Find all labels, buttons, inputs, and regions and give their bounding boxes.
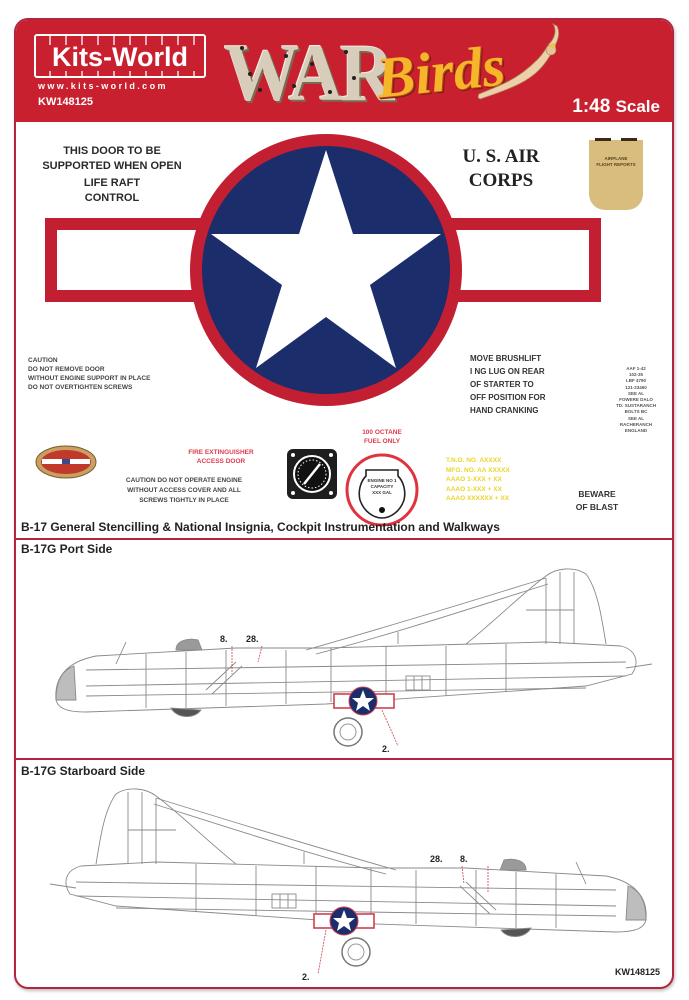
national-insignia-star-and-bar — [45, 134, 601, 406]
stencil-line: AAAO 1-XXX + XX — [446, 476, 502, 483]
plate-tab — [621, 138, 637, 141]
stencil-line: CAUTION DO NOT OPERATE ENGINE — [125, 477, 243, 484]
stencil-line: AAAO XXXXXX + XX — [446, 495, 510, 502]
stencil-door-supported: THIS DOOR TO BE SUPPORTED WHEN OPEN — [30, 144, 194, 174]
section-title-general: B-17 General Stencilling & National Insi… — [21, 520, 500, 534]
data-plate-decal: AIRPLANE FLIGHT REPORTS — [589, 138, 643, 210]
stencil-caution-door: CAUTION DO NOT REMOVE DOOR WITHOUT ENGIN… — [28, 356, 208, 392]
stencil-line: WITHOUT ENGINE SUPPORT IN PLACE — [28, 375, 151, 382]
footer-product-code: KW148125 — [614, 967, 660, 977]
stencil-line: 102-35 — [628, 372, 643, 378]
stencil-line: MOVE BRUSHLIFT — [470, 354, 542, 363]
stencil-line: OFF POSITION FOR — [470, 393, 546, 402]
stencil-line: CONTROL — [84, 192, 140, 204]
stencil-line: ENGLAND — [624, 428, 648, 434]
kits-world-logo: Kits-World — [34, 34, 206, 78]
stencil-line: THIS DOOR TO BE — [63, 145, 161, 157]
stencil-line: SEE AL — [627, 390, 645, 396]
stencil-line: FOWERE DALO — [619, 397, 653, 403]
section-title-port: B-17G Port Side — [21, 542, 113, 556]
sprue-frame-icon — [49, 36, 195, 76]
stencil-line: ENGINE NO 1 — [367, 478, 397, 483]
us-air-corps-stencil: U. S. AIR CORPS — [436, 145, 566, 193]
war-logo-text: WAR — [224, 27, 395, 118]
bullet-holes-icon — [240, 46, 356, 94]
stencil-line: 121-23460 — [625, 384, 647, 390]
stencil-line: MFG. NO. AA XXXXX — [446, 466, 510, 474]
brand-url: www.kits-world.com — [38, 81, 168, 91]
stencil-line: WITHOUT ACCESS COVER AND ALL — [127, 487, 241, 494]
stencil-life-raft: LIFE RAFT CONTROL — [30, 176, 194, 206]
stencil-line: 100 OCTANE — [362, 429, 402, 436]
stencil-line: FLIGHT REPORTS — [596, 162, 636, 167]
plate-text: AIRPLANE FLIGHT REPORTS — [591, 156, 641, 168]
product-code: KW148125 — [38, 96, 94, 108]
b17-port-side-profile — [55, 568, 653, 747]
stencil-line: OF BLAST — [575, 502, 619, 512]
fuel-filler-cap-icon — [345, 453, 419, 527]
oval-emblem-icon — [35, 445, 97, 479]
decal-sheet: Kits-World www.kits-world.com KW148125 W… — [14, 18, 674, 989]
scale-word: Scale — [615, 97, 660, 116]
cockpit-instrument-gauge-icon — [287, 449, 337, 499]
stencil-brushlift: MOVE BRUSHLIFT I NG LUG ON REAR OF START… — [470, 352, 580, 417]
stencil-line: FUEL ONLY — [363, 438, 401, 445]
stencil-line: I NG LUG ON REAR — [470, 367, 545, 376]
pinup-figure-icon — [477, 22, 560, 100]
section-divider — [16, 538, 672, 540]
brand-name: Kits-World — [52, 42, 188, 72]
stencil-line: XXX GAL — [372, 490, 392, 495]
stencil-line: TD: SUSTARANCH — [616, 403, 656, 409]
stencil-line: FIRE EXTINGUISHER — [188, 449, 254, 456]
stencil-caution-engine: CAUTION DO NOT OPERATE ENGINE WITHOUT AC… — [96, 476, 272, 506]
stencil-line: CORPS — [468, 170, 534, 191]
callout-starboard-8: 8. — [460, 854, 468, 864]
stencil-line: AAAO 1-XXX + XX — [446, 485, 502, 493]
stencil-line: ACCESS DOOR — [196, 458, 246, 465]
scale-number: 1:48 — [572, 96, 611, 117]
stencil-line: DO NOT OVERTIGHTEN SCREWS — [28, 384, 133, 391]
section-divider — [16, 758, 672, 760]
stencil-line: RACHERANCH — [619, 421, 653, 427]
stencil-line: BOLTS BC — [624, 409, 648, 415]
stencil-line: AIRPLANE — [604, 156, 628, 161]
stencil-line: CAPACITY — [370, 484, 394, 489]
stencil-line: LBF 4790 — [625, 378, 646, 384]
stencil-octane: 100 OCTANE FUEL ONLY — [352, 428, 412, 446]
stencil-line: DO NOT REMOVE DOOR — [28, 366, 105, 373]
stencil-yellow-block: T.N.O. NO. AXXXX MFG. NO. AA XXXXX AAAO … — [446, 456, 546, 504]
stencil-line: HAND CRANKING — [470, 406, 539, 415]
callout-port-28: 28. — [246, 634, 259, 644]
stencil-line: LIFE RAFT — [83, 177, 141, 189]
stencil-line: BEWARE — [578, 489, 616, 499]
b17-starboard-side-profile — [49, 788, 647, 975]
stencil-line: U. S. AIR — [462, 146, 540, 167]
stencil-line: CAUTION — [28, 357, 58, 364]
stencil-line: AAF 1-42 — [626, 366, 646, 371]
callout-starboard-2: 2. — [302, 972, 310, 982]
callout-starboard-28: 28. — [430, 854, 443, 864]
stencil-line: OF STARTER TO — [470, 380, 534, 389]
stencil-line: SUPPORTED WHEN OPEN — [42, 160, 182, 172]
stencil-serial-block: AAF 1-42 102-35 LBF 4790 121-23460 SEE A… — [606, 366, 666, 434]
stencil-line: SCREWS TIGHTLY IN PLACE — [139, 497, 229, 504]
stencil-beware-blast: BEWARE OF BLAST — [562, 488, 632, 514]
scale-label: 1:48 Scale — [572, 96, 660, 118]
fuel-cap-text: ENGINE NO 1 CAPACITY XXX GAL — [358, 478, 406, 496]
plate-tab — [595, 138, 611, 141]
stencil-line: SEE AL — [627, 415, 645, 421]
section-title-starboard: B-17G Starboard Side — [21, 764, 146, 778]
header-band: Kits-World www.kits-world.com KW148125 W… — [16, 20, 672, 122]
callout-port-8: 8. — [220, 634, 228, 644]
callout-port-2: 2. — [382, 744, 390, 754]
stencil-fire-extinguisher: FIRE EXTINGUISHER ACCESS DOOR — [166, 448, 276, 466]
stencil-line: T.N.O. NO. AXXXX — [446, 457, 502, 464]
